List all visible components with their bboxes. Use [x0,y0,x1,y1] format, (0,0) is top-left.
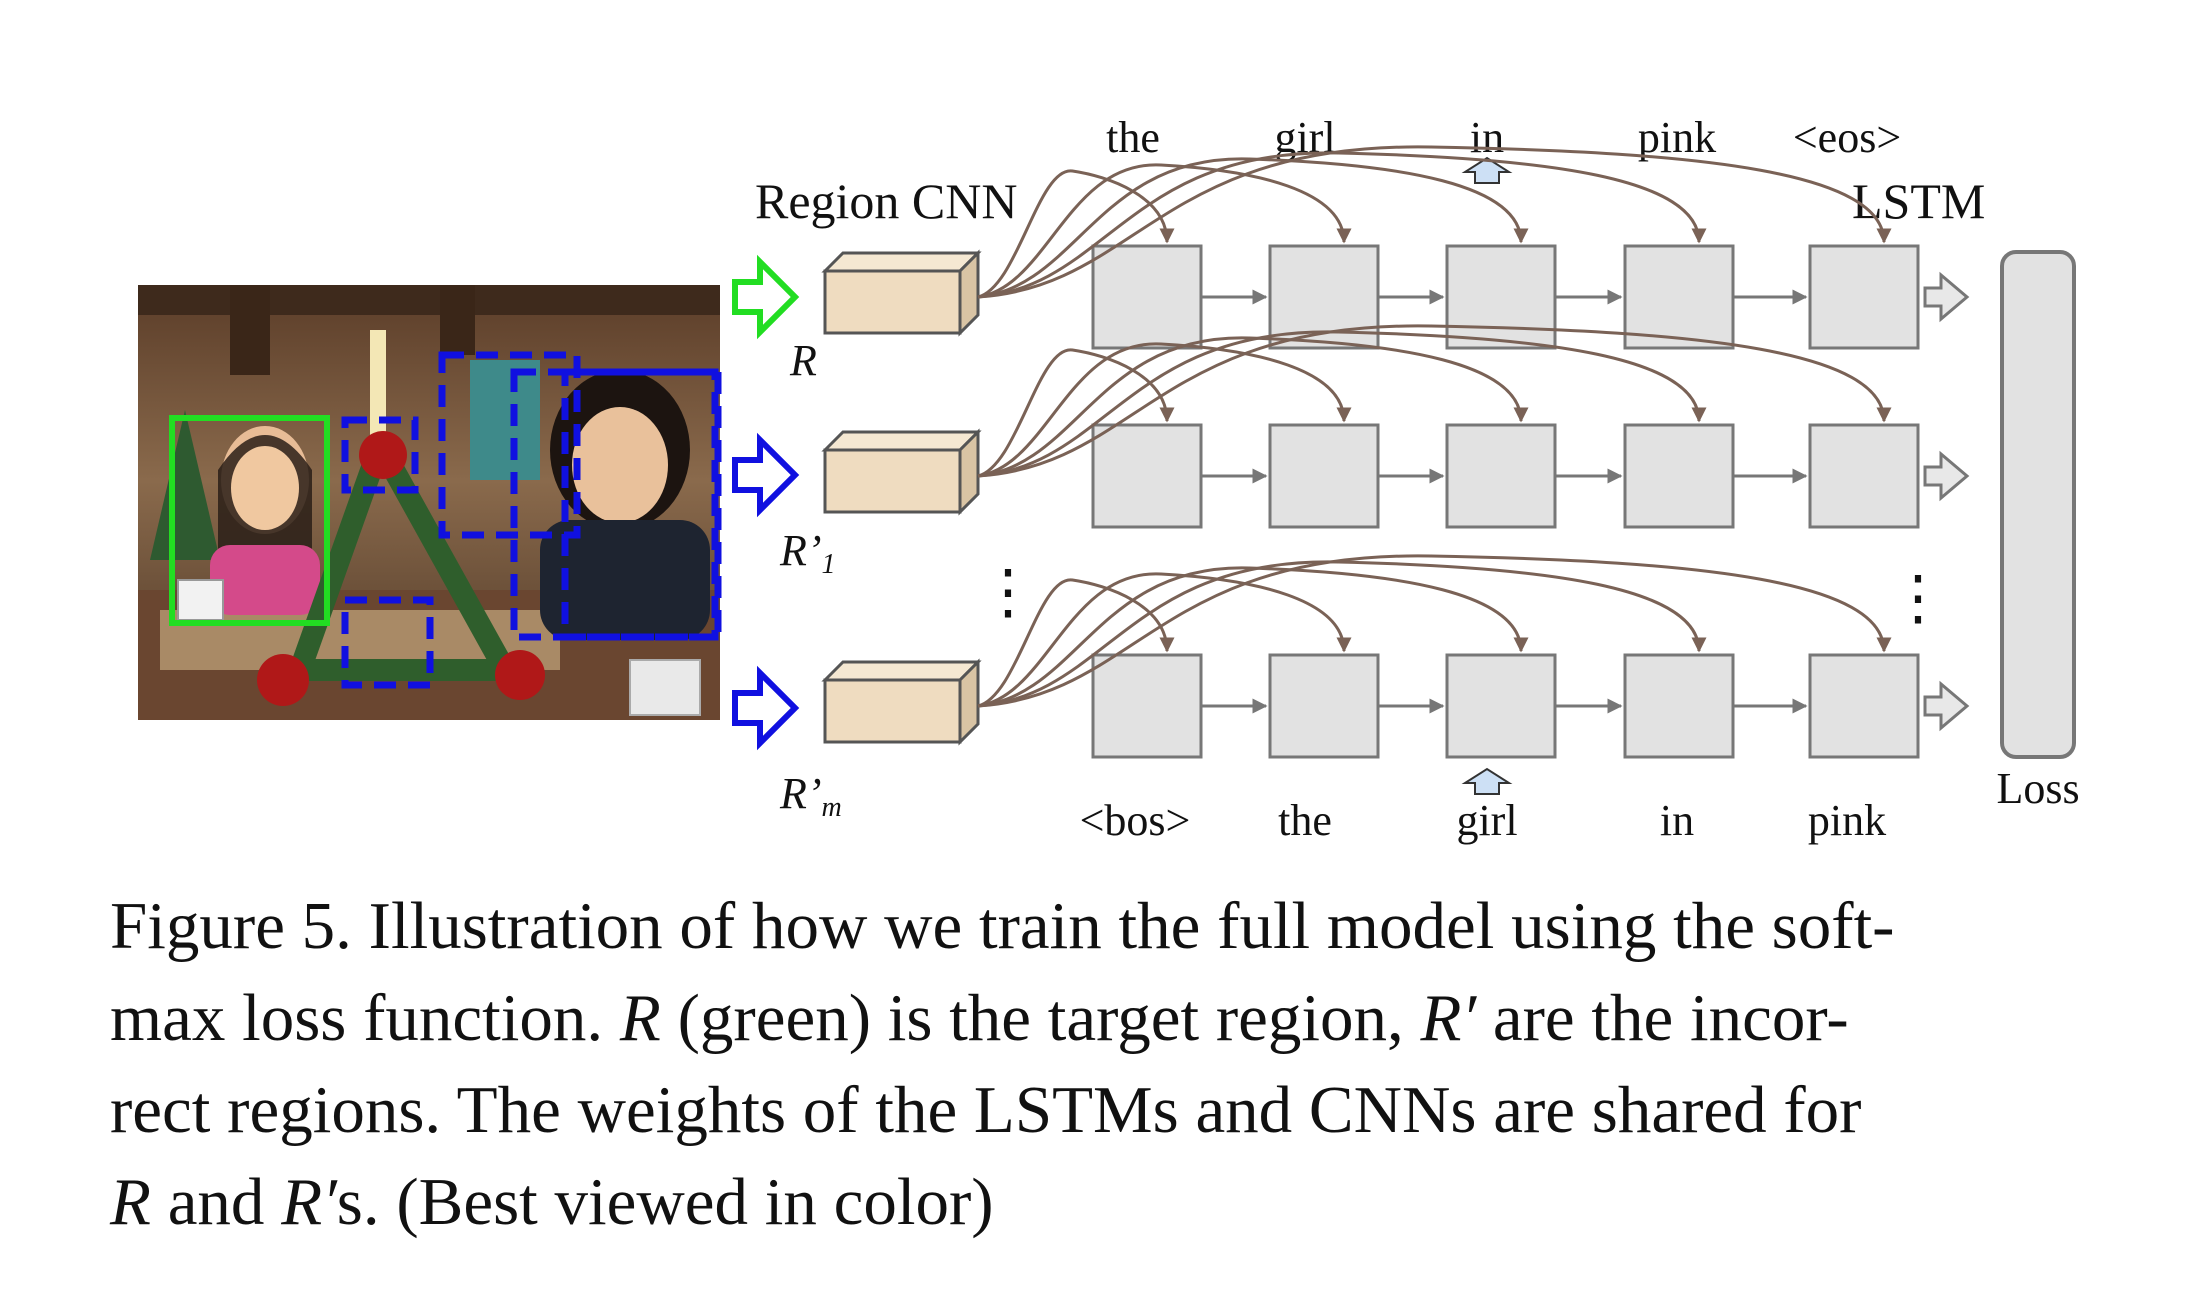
caption-text: and [150,1165,282,1239]
output-word: in [1470,113,1504,162]
input-up-arrow-icon [1461,767,1513,795]
cnn-box-front [823,678,962,744]
target-region-box [169,415,330,626]
lstm-cell [1445,423,1557,529]
feature-connection-arrow [977,163,1352,299]
feature-connection-arrow [977,342,1352,478]
cnn-box-front [823,269,962,335]
caption-text: s. (Best viewed in color) [336,1165,994,1239]
cnn-box-side [958,249,980,337]
feature-connection-arrow [977,554,1892,708]
caption-text: max loss function. [110,981,620,1055]
lstm-cell [1808,653,1920,759]
ellipsis-left: ⋮ [978,559,1038,625]
caption-line-2: max loss function. R (green) is the targ… [110,972,2110,1064]
cnn-box-top [821,660,982,682]
output-up-arrow-icon [1461,156,1513,184]
input-words: <bos> the girl in pink [1080,796,1887,845]
incorrect-region-boxes [341,351,722,689]
lstm-cell [1623,423,1735,529]
cnn-box-side [958,428,980,516]
lstm-cell [1268,653,1380,759]
lstm-cell [1623,653,1735,759]
loss-box [2000,250,2076,759]
caption-math-r: R [110,1165,151,1239]
feature-connection-arrow [977,145,1892,299]
input-word: girl [1456,796,1517,845]
caption-line-4: R and R′s. (Best viewed in color) [110,1156,2110,1248]
incorrect-region-arrow [732,432,800,518]
loss-input-arrow [1923,450,1970,502]
output-word: pink [1638,113,1716,162]
lstm-rows [821,145,1970,759]
cnn-box-front [823,448,962,514]
lstm-cell [1623,244,1735,350]
input-word: in [1660,796,1694,845]
lstm-cell [1808,244,1920,350]
output-word: <eos> [1793,113,1901,162]
region-label-target: R [789,336,817,385]
caption-text: are the incor- [1476,981,1849,1055]
lstm-cell [1091,244,1203,350]
input-word: <bos> [1080,796,1191,845]
figure-diagram: R R’1 R’m Region CNN LSTM the girl in pi… [138,113,2080,845]
lstm-cell [1091,653,1203,759]
feature-connection-arrow [977,572,1352,708]
target-region-arrow [732,254,800,340]
lstm-cell [1268,423,1380,529]
input-word: pink [1808,796,1886,845]
cnn-box-side [958,658,980,746]
lstm-cell [1445,653,1557,759]
ellipsis-right: ⋮ [1888,565,1948,631]
caption-math-r-prime: R′ [1420,981,1477,1055]
lstm-label: LSTM [1852,173,1985,229]
input-word: the [1278,796,1332,845]
caption-math-r: R [619,981,661,1055]
incorrect-region-arrow [732,665,800,751]
feature-connection-arrow [977,566,1529,708]
cnn-box-top [821,430,982,452]
caption-line-1: Figure 5. Illustration of how we train t… [110,889,1895,963]
feature-connection-arrow [977,157,1529,299]
output-word: the [1106,113,1160,162]
region-label-incorrect-last: R’m [779,769,842,823]
feature-connection-arrow [977,336,1529,478]
region-label-incorrect-first: R’1 [779,526,836,580]
figure-caption: Figure 5. Illustration of how we train t… [110,880,2110,1248]
lstm-cell [1445,244,1557,350]
cnn-box-top [821,251,982,273]
region-cnn-label: Region CNN [755,173,1018,229]
loss-input-arrow [1923,680,1970,732]
loss-label: Loss [1996,764,2079,813]
lstm-cell [1091,423,1203,529]
output-words: the girl in pink <eos> [1106,113,1901,162]
caption-text: (green) is the target region, [660,981,1421,1055]
caption-math-r-prime: R′ [281,1165,337,1239]
caption-line-3: rect regions. The weights of the LSTMs a… [110,1073,1862,1147]
loss-input-arrow [1923,271,1970,323]
feature-connection-arrow [977,324,1892,478]
lstm-cell [1808,423,1920,529]
